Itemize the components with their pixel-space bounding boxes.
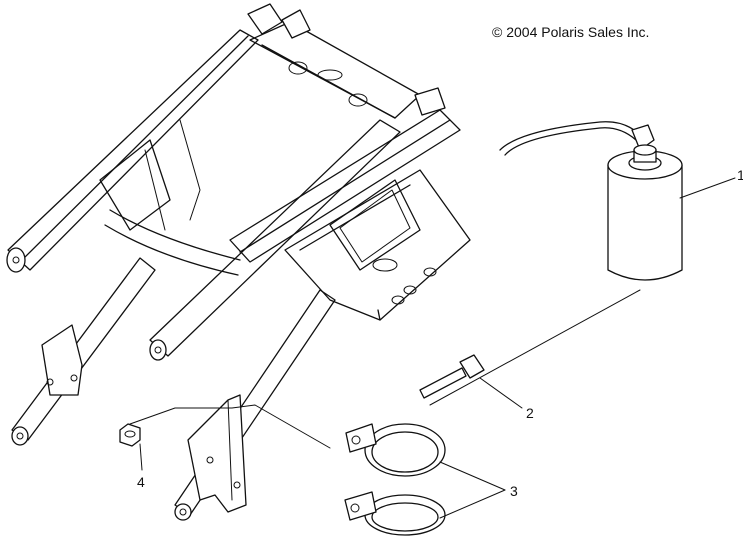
- leader-2: [479, 377, 523, 409]
- leader-lines: [129, 177, 736, 519]
- callout-4: 4: [137, 474, 145, 490]
- bolt-icon: [419, 354, 485, 399]
- canister-icon: [607, 144, 683, 281]
- leader-4: [139, 443, 143, 471]
- copyright-notice: © 2004 Polaris Sales Inc.: [492, 24, 650, 40]
- clamp-icon: [344, 423, 446, 536]
- frame-assembly: [6, 3, 471, 521]
- hose: [499, 121, 655, 156]
- callout-1: 1: [737, 167, 743, 183]
- leader-3b: [439, 489, 506, 519]
- leader-3a: [439, 461, 506, 491]
- callout-3: 3: [510, 483, 518, 499]
- nut-icon: [119, 423, 141, 447]
- leader-canister-to-bolt: [429, 289, 641, 406]
- callout-2: 2: [526, 405, 534, 421]
- leader-nut-to-clamp: [129, 404, 331, 449]
- leader-1: [679, 177, 736, 199]
